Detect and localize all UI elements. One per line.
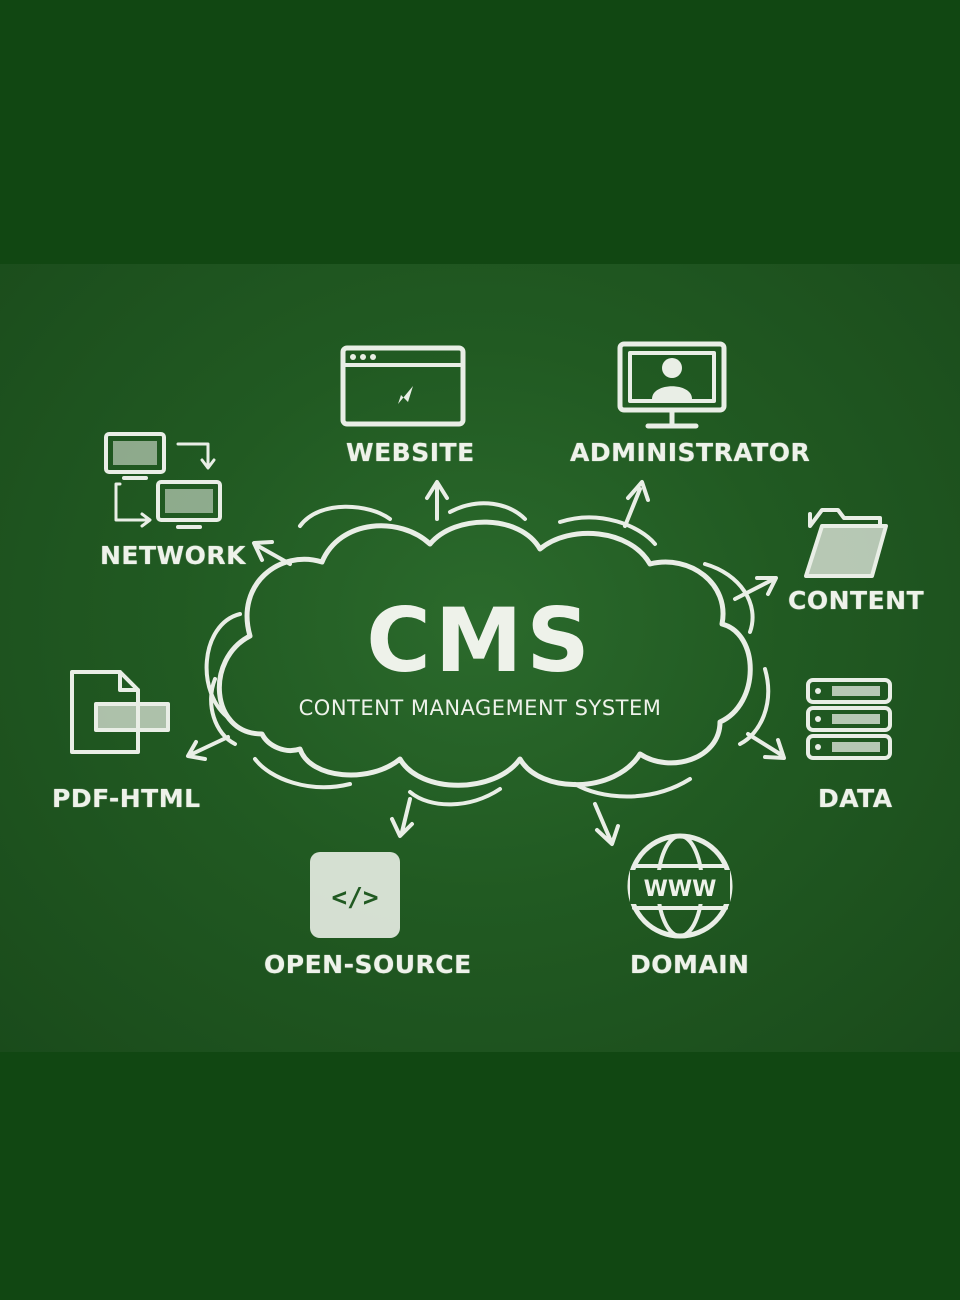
label-content: CONTENT [788,586,925,615]
cms-title: CMS [366,589,594,692]
connector-arrows [186,480,786,846]
chalkboard: </> WWW CMS CONTENT MANAGEMENT SYSTEM WE… [0,264,960,1052]
label-administrator: ADMINISTRATOR [570,438,811,467]
label-open-source: OPEN-SOURCE [264,950,472,979]
network-computers-icon [104,432,222,529]
globe-www-icon: WWW [627,833,733,939]
top-band [0,0,960,264]
code-icon: </> [310,852,400,938]
document-convert-icon [70,670,170,754]
bottom-band [0,1052,960,1300]
code-glyph: </> [332,883,379,913]
label-network: NETWORK [100,541,247,570]
browser-window-icon [340,345,466,427]
www-glyph: WWW [644,877,717,902]
label-website: WEBSITE [346,438,475,467]
folder-icon [804,508,888,578]
monitor-user-icon [617,341,727,429]
cms-subtitle: CONTENT MANAGEMENT SYSTEM [298,696,662,720]
label-data: DATA [818,784,893,813]
server-stack-icon [806,678,892,760]
label-pdf-html: PDF-HTML [52,784,201,813]
diagram-canvas: </> WWW [70,341,892,939]
cms-cloud [204,501,771,807]
label-domain: DOMAIN [630,950,750,979]
